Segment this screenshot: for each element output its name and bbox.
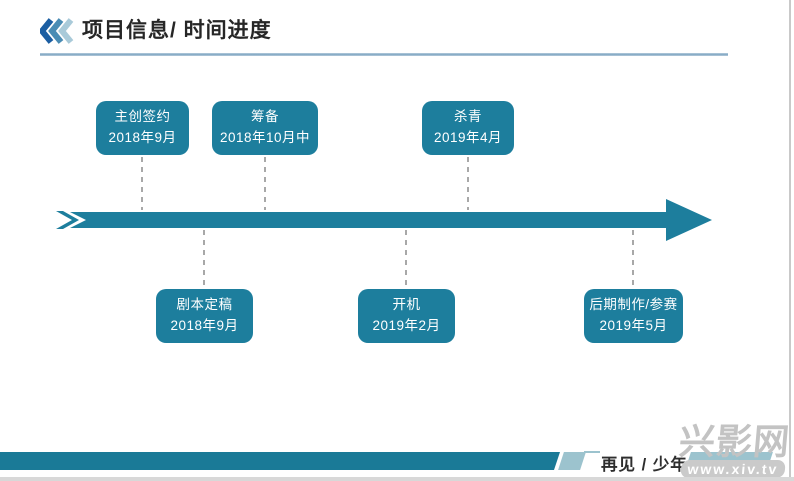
- footer-bar: [0, 452, 560, 470]
- event-box-shooting-start[interactable]: 开机 2019年2月: [358, 289, 455, 343]
- event-box-script-final[interactable]: 剧本定稿 2018年9月: [156, 289, 253, 343]
- event-box-post-production[interactable]: 后期制作/参赛 2019年5月: [584, 289, 683, 343]
- timeline-arrow: [70, 199, 712, 241]
- event-box-wrap[interactable]: 杀青 2019年4月: [422, 101, 514, 155]
- page-border-right: [789, 0, 791, 481]
- event-label: 筹备: [251, 109, 279, 125]
- footer-accent-line: [584, 451, 600, 453]
- page-title: 项目信息/ 时间进度: [82, 19, 272, 42]
- page-border-bottom: [0, 477, 794, 481]
- event-box-preparation[interactable]: 筹备 2018年10月中: [212, 101, 318, 155]
- triple-chevron-left-icon: [40, 18, 74, 44]
- event-label: 开机: [392, 297, 421, 313]
- event-date: 2019年4月: [433, 130, 503, 145]
- event-label: 主创签约: [114, 109, 171, 125]
- event-date: 2019年5月: [599, 318, 668, 333]
- event-date: 2018年10月中: [219, 130, 311, 145]
- event-label: 杀青: [454, 109, 482, 125]
- event-date: 2018年9月: [108, 130, 177, 145]
- event-date: 2019年2月: [372, 318, 441, 333]
- watermark-site-url[interactable]: www.xiv.tv: [680, 460, 786, 478]
- timeline-arrow-tail-stripe: [56, 211, 79, 229]
- event-label: 后期制作/参赛: [589, 297, 678, 313]
- event-box-signing[interactable]: 主创签约 2018年9月: [96, 101, 189, 155]
- event-date: 2018年9月: [170, 318, 239, 333]
- event-label: 剧本定稿: [176, 297, 233, 313]
- title-underline: [40, 53, 728, 56]
- watermark-site-name: 兴影网: [677, 421, 792, 462]
- watermark: 兴影网 www.xiv.tv: [677, 421, 792, 480]
- footer-caption: 再见 / 少年: [601, 456, 688, 474]
- slide-header: 项目信息/ 时间进度: [40, 14, 740, 58]
